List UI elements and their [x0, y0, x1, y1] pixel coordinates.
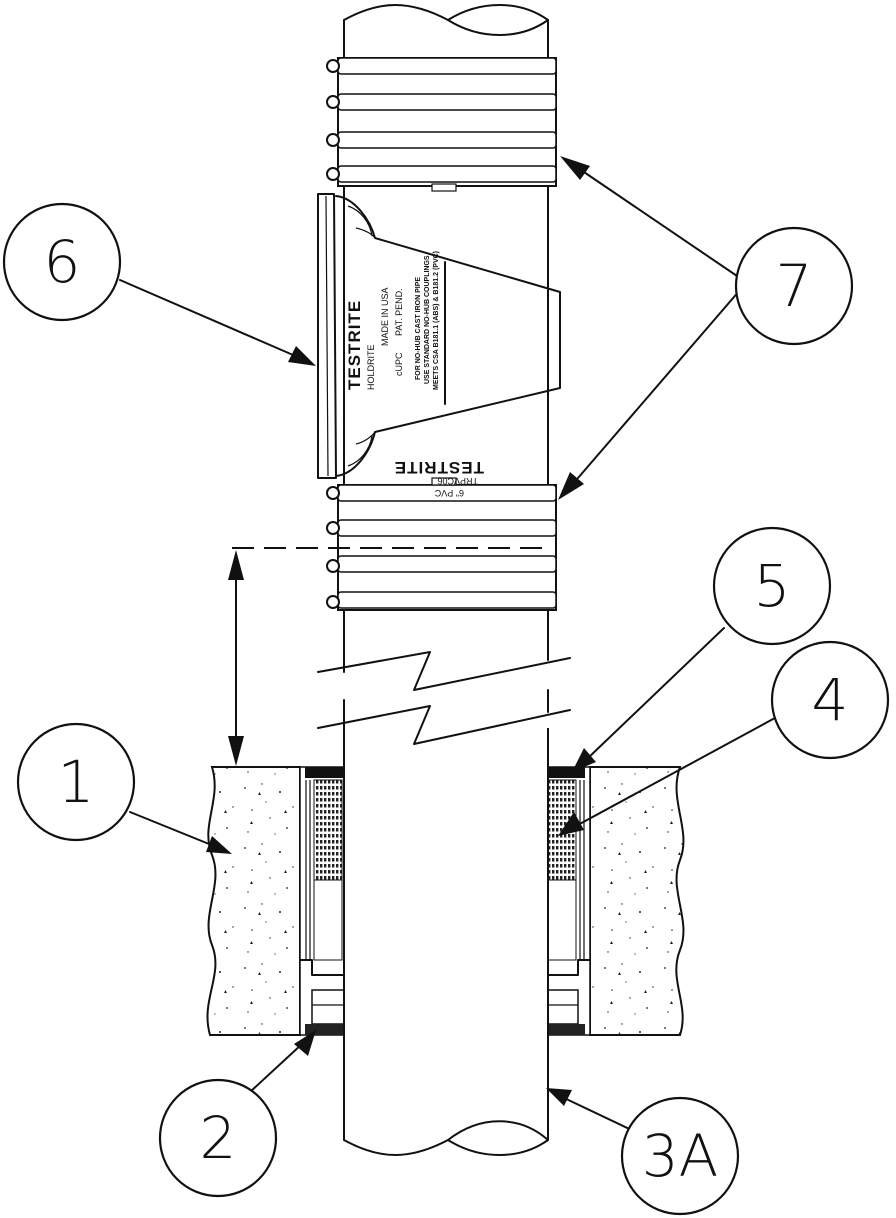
pipe-label-brand: TESTRITE [394, 458, 484, 477]
callout-7: 7 [734, 226, 854, 346]
sleeve-cap-left [305, 767, 343, 778]
sleeve-cap-right [547, 767, 585, 778]
pipe-label: TESTRITE TRPVC06 6" PVC [394, 458, 484, 498]
callout-6: 6 [2, 202, 122, 322]
concrete-left [206, 766, 301, 1036]
label-line2: USE STANDARD NO-HUB COUPLINGS [424, 255, 431, 384]
label-line1: FOR NO-HUB CAST IRON PIPE [415, 277, 422, 380]
break-line-upper [317, 651, 571, 691]
test-tee [317, 193, 561, 479]
clamp-screws-lower [326, 486, 340, 609]
gasket-left [305, 1024, 343, 1035]
callout-3a: 3A [620, 1096, 740, 1216]
leader-lines [119, 156, 787, 1135]
sleeve-left [299, 766, 345, 1036]
concrete-right [589, 766, 685, 1036]
break-line-lower [317, 705, 571, 745]
label-line3: MEETS CSA B181.1 (ABS) & B181.2 (PVC) [433, 251, 440, 390]
svg-text:3A: 3A [642, 1122, 719, 1190]
label-product: HOLDRITE [366, 344, 376, 390]
concrete-slab [206, 766, 685, 1036]
pipe-label-model: TRPVC06 [437, 476, 478, 486]
callout-5: 5 [712, 526, 832, 646]
upper-coupling [326, 57, 557, 192]
callout-2: 2 [158, 1078, 278, 1198]
lower-coupling [232, 477, 557, 611]
callout-1: 1 [16, 722, 136, 842]
svg-text:6: 6 [44, 228, 81, 296]
callout-4: 4 [770, 640, 890, 760]
svg-text:7: 7 [776, 252, 813, 320]
tee-body [335, 195, 561, 477]
label-brand: TESTRITE [345, 300, 364, 390]
intumescent-left [313, 779, 343, 881]
tee-flange [317, 193, 337, 479]
clamp-screws-upper [326, 59, 340, 181]
product-label: TESTRITE HOLDRITE MADE IN USA cUPC PAT. … [345, 251, 440, 390]
label-cert: cUPC [394, 352, 404, 376]
svg-text:1: 1 [58, 748, 95, 816]
svg-text:4: 4 [812, 666, 849, 734]
sleeve-right [545, 766, 591, 1036]
dimension-arrow [228, 550, 244, 766]
svg-text:2: 2 [200, 1104, 237, 1172]
pipe-label-size: 6" PVC [434, 488, 464, 498]
svg-text:5: 5 [754, 552, 791, 620]
label-made-in: MADE IN USA [380, 287, 390, 346]
gasket-right [547, 1024, 585, 1035]
label-patent: PAT. PEND. [394, 288, 404, 336]
